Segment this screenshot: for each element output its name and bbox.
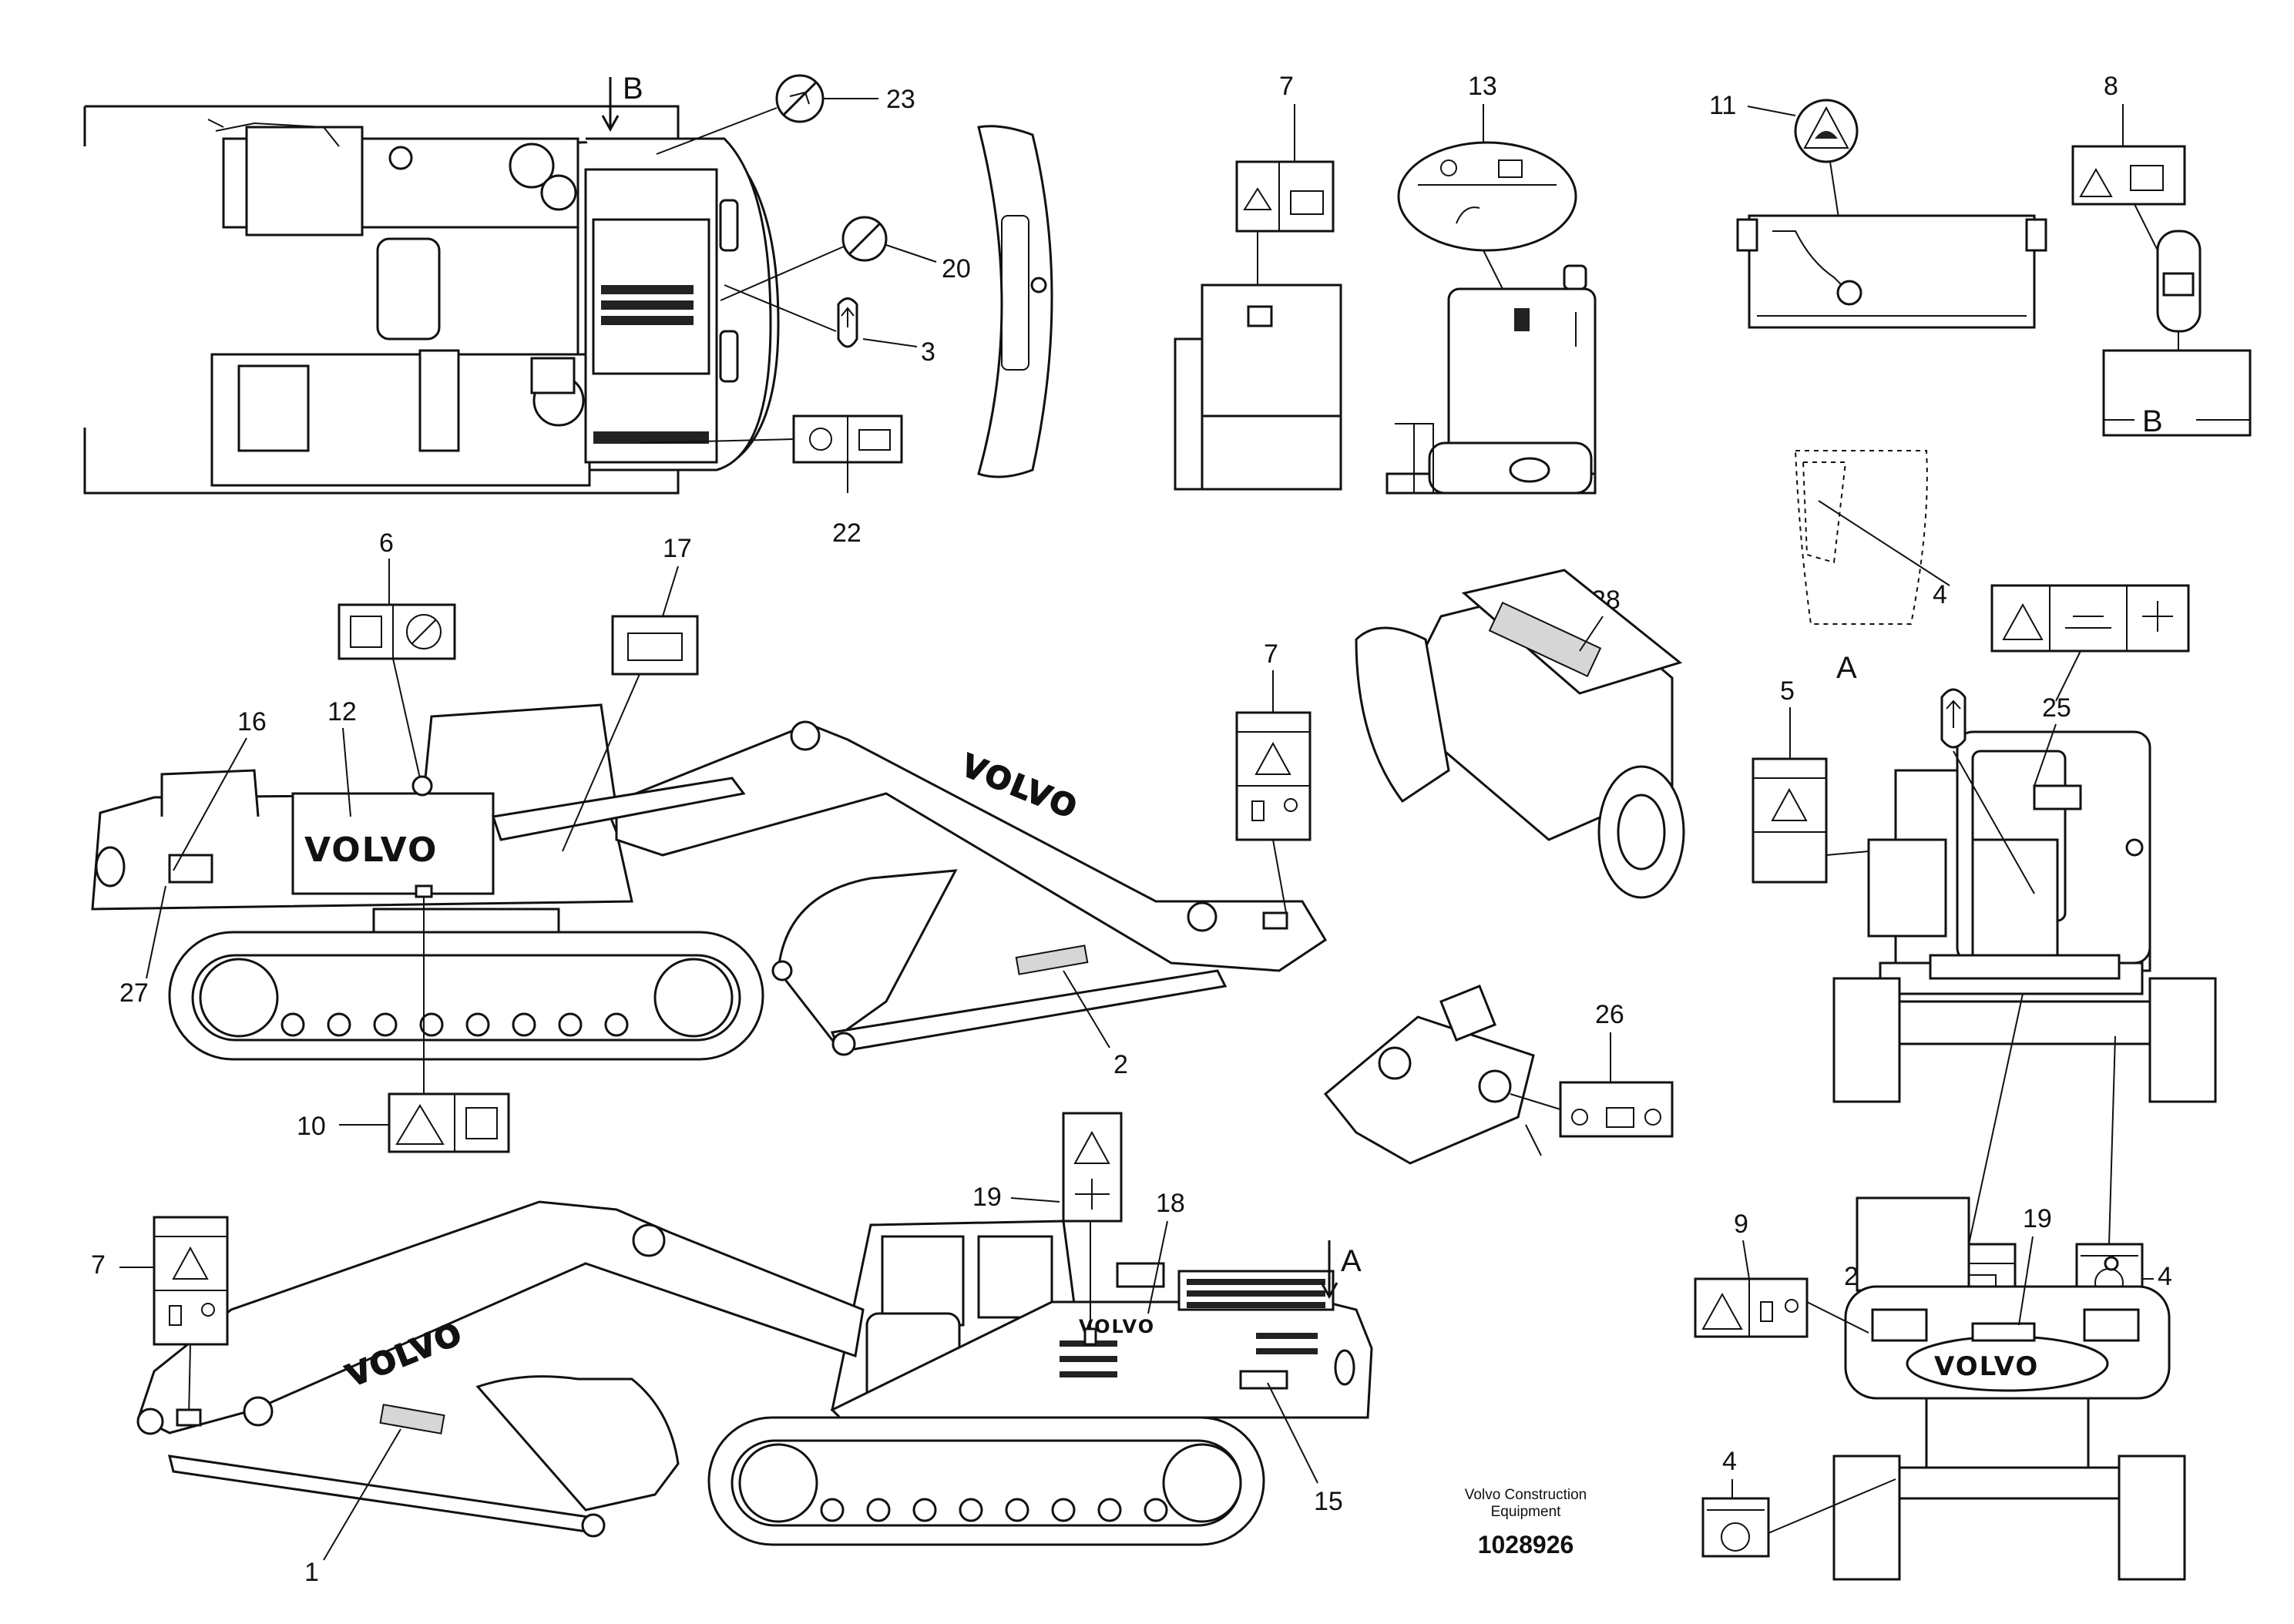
view-label-a: A bbox=[1836, 651, 1857, 685]
callout-12: 8 bbox=[2104, 72, 2118, 101]
decal-20-battery bbox=[562, 565, 699, 852]
decal-16-hydraulic-tank bbox=[1397, 104, 1577, 305]
callout-14: 11 bbox=[1709, 91, 1736, 120]
section-label-b-detail: B bbox=[2142, 404, 2163, 438]
decal-6-refuel bbox=[338, 559, 456, 797]
callout-2: 2 bbox=[1113, 1050, 1128, 1079]
callout-4-rear: 4 bbox=[2158, 1262, 2172, 1291]
callout-7-right: 7 bbox=[1264, 639, 1278, 669]
decal-10-fire bbox=[339, 884, 510, 1153]
brand-logo-front: VOLVO bbox=[1934, 1351, 2039, 1382]
callout-7-left: 7 bbox=[91, 1250, 106, 1280]
quick-coupler-part bbox=[1323, 985, 1542, 1165]
callout-3-right: 4 bbox=[1933, 580, 1947, 609]
engine-cover-vents bbox=[593, 285, 709, 444]
callout-15: 12 bbox=[327, 697, 357, 726]
engine-part bbox=[1355, 569, 1685, 899]
decal-9-warning bbox=[1990, 584, 2190, 787]
fuse-box-part bbox=[1174, 284, 1342, 491]
callout-25: 22 bbox=[832, 518, 862, 548]
decal-5-crush-warning bbox=[1752, 707, 1869, 884]
callout-5: 5 bbox=[1780, 676, 1795, 706]
decal-3-lift-hook-right bbox=[1940, 688, 2035, 894]
cab-door-detail-dashed: A bbox=[1794, 450, 1950, 685]
decal-7-crush-left bbox=[119, 1216, 229, 1427]
track-rollers-bottom bbox=[820, 1498, 1168, 1522]
decal-22-warning bbox=[1010, 1112, 1123, 1346]
callout-19: 16 bbox=[237, 707, 267, 737]
document-number: 1028926 bbox=[1477, 1531, 1574, 1559]
decal-8-crush-warning bbox=[1694, 1240, 1869, 1338]
filter-part: B bbox=[2102, 230, 2252, 438]
machine-top-view: B bbox=[83, 72, 780, 495]
decal-4-tie-down-front bbox=[1701, 1478, 1896, 1558]
decal-11-warning bbox=[1235, 104, 1335, 308]
company-name: Volvo Construction Equipment bbox=[1433, 1487, 1618, 1521]
callout-1: 1 bbox=[304, 1558, 319, 1587]
callout-20: 17 bbox=[663, 534, 692, 563]
callout-9: 25 bbox=[2042, 693, 2071, 723]
callout-16: 13 bbox=[1468, 72, 1497, 101]
excavator-side-view-bottom: VOLVO VOLVO A bbox=[136, 1200, 1373, 1546]
brand-logo-side-left: VOLVO bbox=[304, 830, 438, 870]
callout-13: 20 bbox=[942, 254, 971, 284]
callout-18: 15 bbox=[1314, 1487, 1343, 1516]
decal-26-warning bbox=[1510, 1032, 1674, 1138]
callout-22: 19 bbox=[972, 1183, 1002, 1212]
callout-10: 10 bbox=[297, 1112, 326, 1141]
callout-23: 19 bbox=[2023, 1204, 2052, 1233]
decal-3-lift-hook-top bbox=[724, 284, 918, 348]
callout-21: 18 bbox=[1156, 1189, 1185, 1218]
decal-12-warning bbox=[2071, 104, 2186, 251]
radiator-grille-bottom bbox=[1187, 1279, 1325, 1308]
callout-11: 7 bbox=[1279, 72, 1294, 101]
hydraulic-tank-part bbox=[1385, 264, 1597, 495]
view-label-a-bottom: A bbox=[1341, 1244, 1362, 1278]
section-label-b: B bbox=[623, 72, 643, 106]
track-rollers-left bbox=[280, 1012, 629, 1037]
callout-17: 23 bbox=[886, 85, 915, 114]
company-line-1: Volvo Construction bbox=[1464, 1487, 1587, 1503]
counterweight-view bbox=[977, 125, 1053, 478]
callout-8: 9 bbox=[1734, 1210, 1748, 1239]
company-line-2: Equipment bbox=[1490, 1504, 1561, 1520]
excavator-rear-view-upper bbox=[1832, 730, 2217, 1103]
decal-17-no-step bbox=[656, 74, 878, 155]
callout-26: 26 bbox=[1595, 1000, 1624, 1029]
callout-27: 27 bbox=[119, 978, 149, 1008]
excavator-front-view-lower: VOLVO bbox=[1832, 1196, 2186, 1581]
decal-7-crush-right bbox=[1235, 670, 1312, 930]
decal-25-manual bbox=[639, 414, 903, 493]
radiator-part bbox=[1736, 214, 2047, 329]
callout-3-top: 3 bbox=[921, 337, 935, 367]
callout-6: 6 bbox=[379, 528, 394, 558]
excavator-side-view-left: VOLVO VOLVO bbox=[91, 703, 1328, 1061]
callout-4-front: 4 bbox=[1722, 1447, 1737, 1476]
